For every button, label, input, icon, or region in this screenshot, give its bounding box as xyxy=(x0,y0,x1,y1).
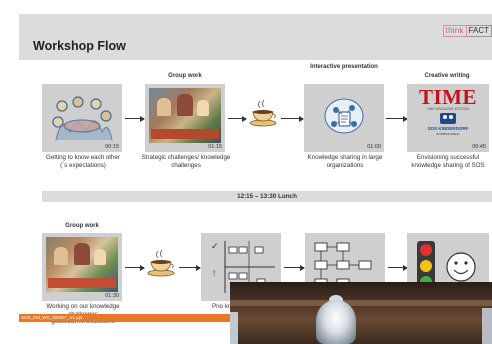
flow-arrow xyxy=(125,264,145,271)
row1-step2-label: Group work xyxy=(168,73,202,79)
row1-step3-label: Interactive presentation xyxy=(310,64,378,70)
sos-logo-icon xyxy=(440,113,456,124)
matrix-exclaim-mark: ! xyxy=(213,269,216,278)
row1-step1-caption: Getting to know each other (´s expectati… xyxy=(46,154,120,169)
flow-arrow xyxy=(386,115,408,122)
row1-step2-caption: Strategic challenges/ knowledge challeng… xyxy=(141,154,231,169)
overlay-photo xyxy=(230,282,492,344)
row1-step1-time: 00:15 xyxy=(105,144,119,150)
row1-step3-box: 01:00 xyxy=(304,84,384,152)
people-sketch-icon xyxy=(52,96,113,141)
time-logo: TIME xyxy=(418,85,477,109)
row1-step1-box: 00:15 xyxy=(42,84,122,152)
row1-step3-caption: Knowledge sharing in large organizations xyxy=(307,154,383,169)
row1-step4-caption: Envisioning successful knowledge sharing… xyxy=(411,154,485,169)
row2-step1-time: 01:30 xyxy=(105,293,119,299)
sos-logo-text: SOS KINDERDORF xyxy=(427,126,469,131)
row1-step3-time: 01:00 xyxy=(367,144,381,150)
slide-title: Workshop Flow xyxy=(33,39,126,53)
flowchart-icon xyxy=(314,242,372,288)
flow-arrow xyxy=(228,115,247,122)
row1-step2-box: 01:15 xyxy=(145,84,225,152)
logo-part2: FACT xyxy=(466,25,492,37)
flow-arrow xyxy=(388,264,408,271)
flow-arrow xyxy=(284,264,305,271)
logo-part1: think xyxy=(442,25,467,37)
row1-step4-box: TIME ONE MAGAZINE EDITION SOS KINDERDORF… xyxy=(407,84,489,152)
flow-arrow xyxy=(125,115,145,122)
row1-step4-time: 00:45 xyxy=(472,144,486,150)
row2-step1-label: Group work xyxy=(65,223,99,229)
smiley-icon xyxy=(446,252,476,282)
row1-step2-time: 01:15 xyxy=(208,144,222,150)
group-work-photo xyxy=(149,88,221,143)
header-band: think FACT xyxy=(19,14,492,60)
coffee-cup-icon xyxy=(147,249,175,277)
traffic-light-icon xyxy=(417,241,435,291)
row2-step2-caption: Prio knowle xyxy=(212,303,244,310)
time-subtitle: ONE MAGAZINE EDITION xyxy=(426,107,469,111)
matrix-check-mark: ✓ xyxy=(211,241,219,251)
lunch-bar: 12:15 – 13:30 Lunch xyxy=(42,191,492,202)
row1-step4-label: Creative writing xyxy=(424,73,470,79)
coffee-cup-icon xyxy=(249,99,277,127)
group-work-photo xyxy=(46,237,118,292)
footer-text: SOS_KM_WS_260907_V1.ppt xyxy=(21,315,83,320)
flow-arrow xyxy=(281,115,304,122)
sos-logo-subtext: INTERNATIONAL xyxy=(436,132,460,136)
row2-step1-box: 01:30 xyxy=(42,233,122,301)
thinkfact-logo: think FACT xyxy=(442,24,492,38)
network-person-icon xyxy=(324,98,364,134)
flow-arrow xyxy=(179,264,201,271)
